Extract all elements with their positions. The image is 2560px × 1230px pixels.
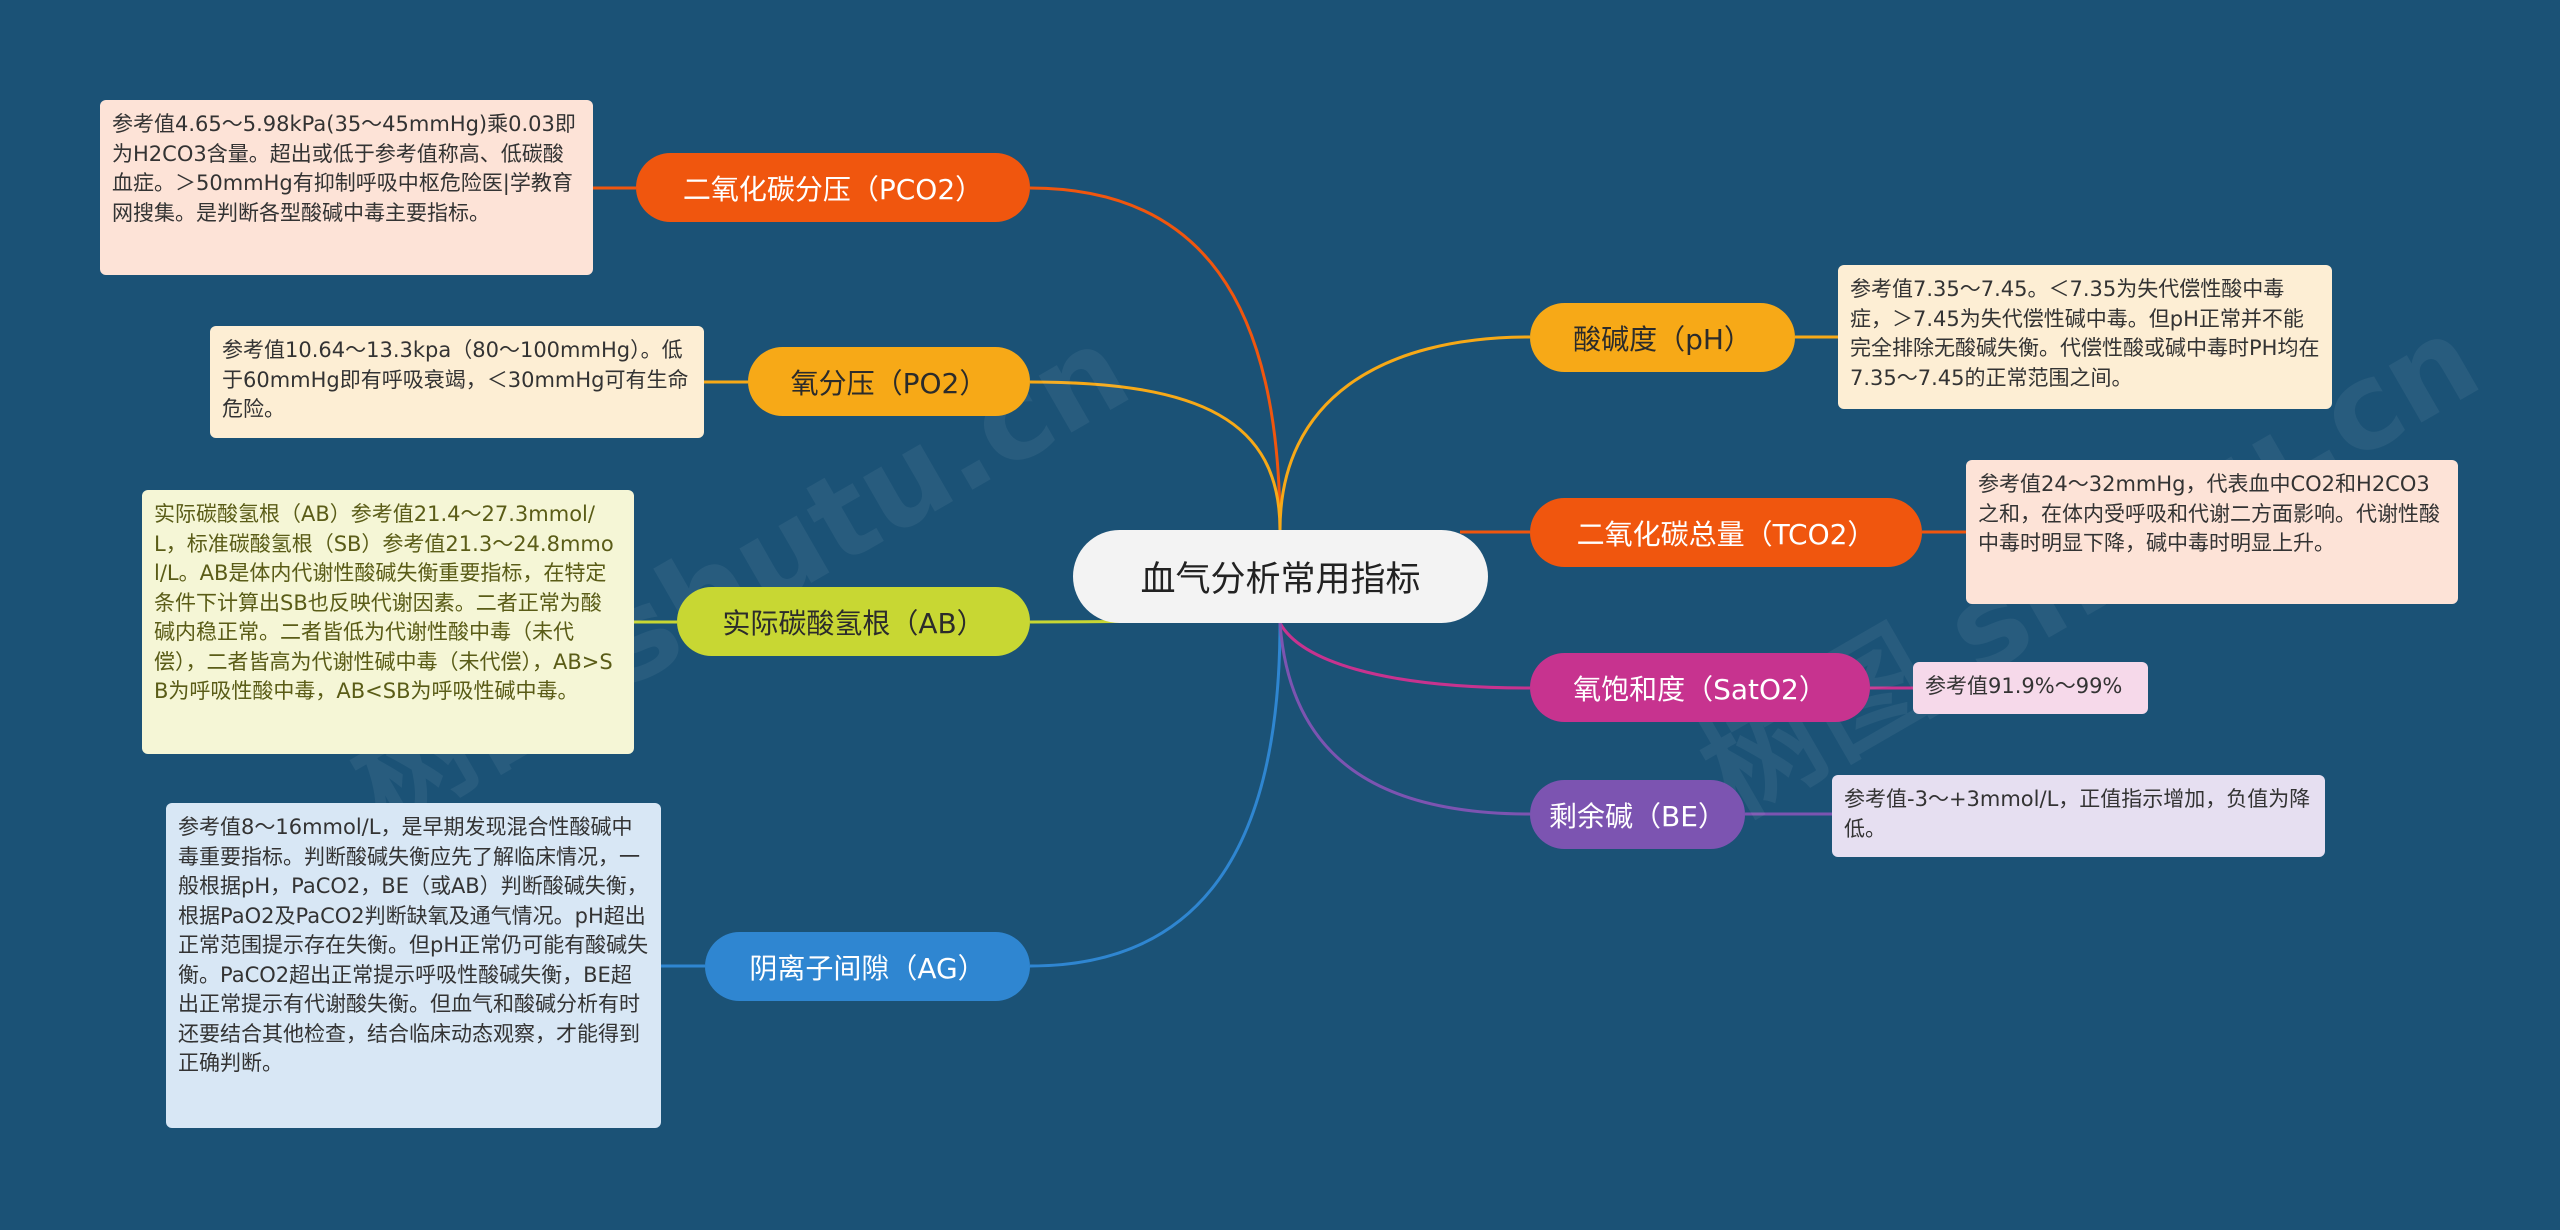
branch-sato2[interactable]: 氧饱和度（SatO2） [1530, 653, 1870, 722]
connector-ag [1029, 622, 1282, 968]
note-be: 参考值-3～+3mmol/L，正值指示增加，负值为降低。 [1832, 775, 2325, 857]
branch-ph[interactable]: 酸碱度（pH） [1530, 303, 1795, 372]
connector-ph [1278, 335, 1531, 531]
branch-pco2[interactable]: 二氧化碳分压（PCO2） [636, 153, 1030, 222]
branch-be[interactable]: 剩余碱（BE） [1530, 780, 1745, 849]
central-topic[interactable]: 血气分析常用指标 [1073, 530, 1488, 623]
note-sato2: 参考值91.9%～99% [1913, 662, 2148, 714]
branch-tco2[interactable]: 二氧化碳总量（TCO2） [1530, 498, 1922, 567]
branch-ag[interactable]: 阴离子间隙（AG） [705, 932, 1030, 1001]
connector-pco2 [1029, 186, 1282, 531]
connector-sato2 [1278, 622, 1531, 690]
connector-be [1278, 622, 1531, 816]
note-pco2: 参考值4.65～5.98kPa(35～45mmHg)乘0.03即为H2CO3含量… [100, 100, 593, 275]
branch-ab[interactable]: 实际碳酸氢根（AB） [677, 587, 1030, 656]
note-ph: 参考值7.35～7.45。＜7.35为失代偿性酸中毒症，＞7.45为失代偿性碱中… [1838, 265, 2332, 409]
note-tco2: 参考值24～32mmHg，代表血中CO2和H2CO3之和，在体内受呼吸和代谢二方… [1966, 460, 2458, 604]
note-ag: 参考值8～16mmol/L，是早期发现混合性酸碱中毒重要指标。判断酸碱失衡应先了… [166, 803, 661, 1128]
connector-po2 [1029, 380, 1282, 531]
note-po2: 参考值10.64～13.3kpa（80～100mmHg）。低于60mmHg即有呼… [210, 326, 704, 438]
note-ab: 实际碳酸氢根（AB）参考值21.4～27.3mmol/L，标准碳酸氢根（SB）参… [142, 490, 634, 754]
branch-po2[interactable]: 氧分压（PO2） [748, 347, 1030, 416]
